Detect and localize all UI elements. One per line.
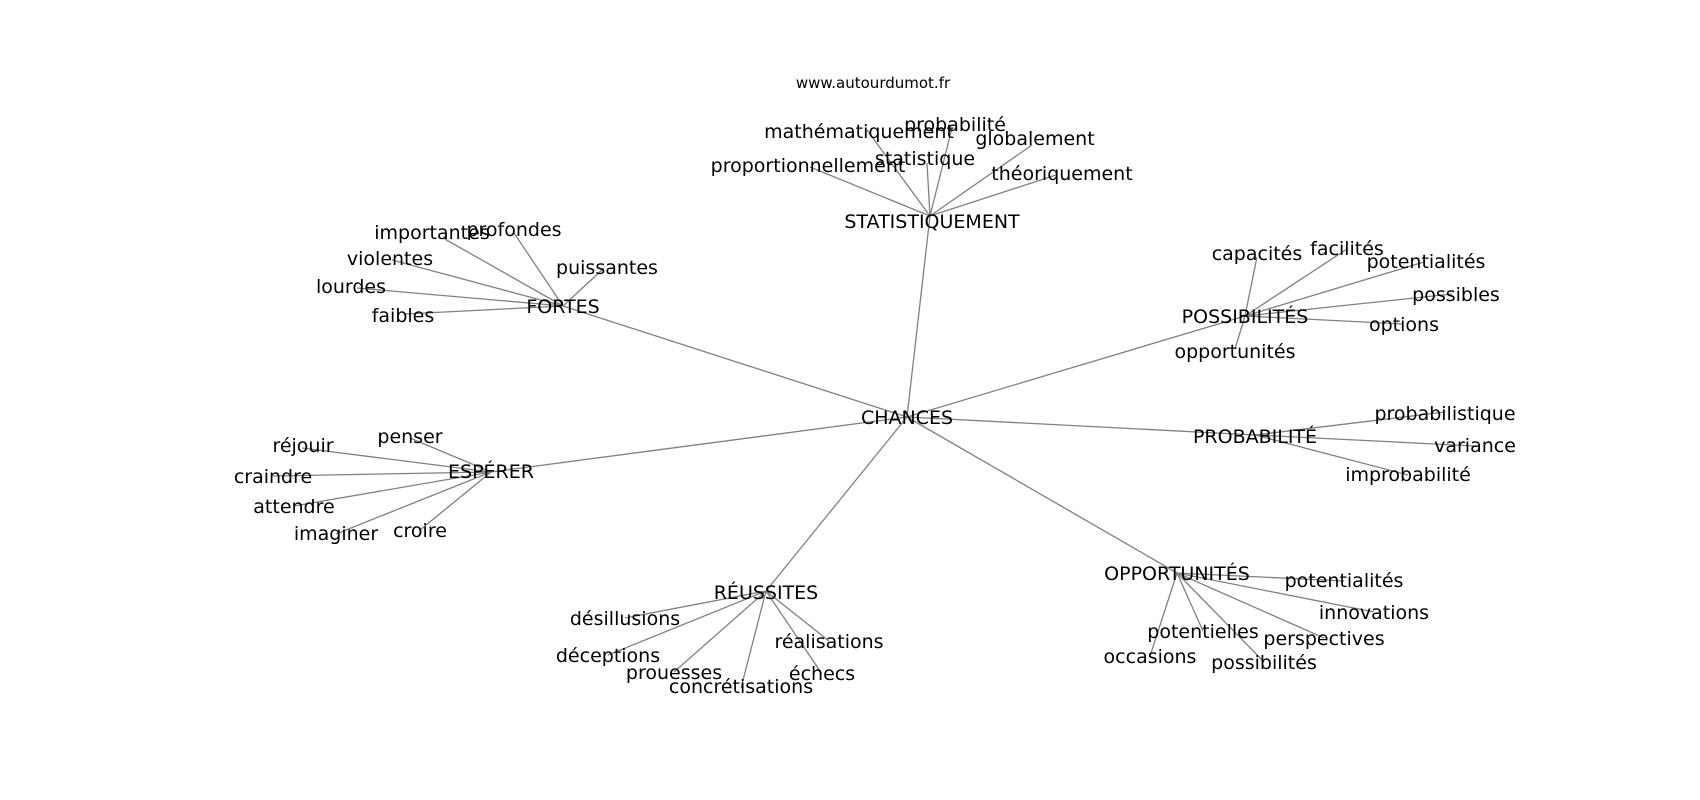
word-node-label: profondes <box>466 219 561 241</box>
word-node-label: capacités <box>1212 243 1303 265</box>
word-node-label: variance <box>1434 435 1516 457</box>
edge-hub-word <box>272 471 492 477</box>
edge-hub-word <box>673 590 767 673</box>
edge-hub-word <box>607 590 767 656</box>
word-node-label: innovations <box>1319 602 1429 624</box>
edge-hub-word <box>1254 434 1409 476</box>
edge-hub-word <box>765 590 823 675</box>
hub-node-label: PROBABILITÉ <box>1193 425 1317 448</box>
edge-hub-word <box>1244 248 1348 317</box>
edge-hub-word <box>442 237 564 307</box>
edge-hub-word <box>1234 315 1246 350</box>
edge-hub-word <box>926 162 931 217</box>
edge-hub-word <box>765 590 830 642</box>
word-node-label: perspectives <box>1263 628 1384 650</box>
word-node-label: possibilités <box>1211 652 1317 674</box>
edge-hub-word <box>1176 572 1204 632</box>
word-node-label: opportunités <box>1174 341 1295 363</box>
word-node-label: facilités <box>1310 238 1384 260</box>
edge-hub-word <box>929 144 1033 217</box>
word-node-label: prouesses <box>626 662 722 684</box>
labels: CHANCES mathématiquementprobabilitégloba… <box>234 114 1516 698</box>
word-node-label: possibles <box>1412 284 1500 306</box>
word-node-label: échecs <box>789 663 855 685</box>
word-node-label: puissantes <box>556 257 658 279</box>
edge-hub-word <box>404 305 564 315</box>
word-node-label: statistique <box>875 148 975 170</box>
edge-hub-word <box>929 174 1057 217</box>
edge-center-hub <box>906 315 1246 418</box>
word-node-label: options <box>1369 314 1439 336</box>
edge-center-hub <box>490 416 908 473</box>
hub-node-label: OPPORTUNITÉS <box>1104 562 1250 585</box>
edge-hub-word <box>419 471 492 531</box>
edge-center-hub <box>906 215 931 418</box>
word-node-label: probabilité <box>904 114 1006 136</box>
edge-hub-word <box>1254 434 1476 447</box>
edge-hub-word <box>1149 572 1178 657</box>
word-node-label: croire <box>393 520 447 542</box>
edge-hub-word <box>1244 315 1404 325</box>
hub-node-label: FORTES <box>526 296 599 318</box>
edge-hub-word <box>1176 572 1375 613</box>
edge-hub-word <box>356 287 564 307</box>
edge-hub-word <box>562 267 605 307</box>
word-node-label: désillusions <box>570 608 680 630</box>
center-node-label: CHANCES <box>861 407 953 429</box>
word-node-label: potentielles <box>1147 621 1258 643</box>
edge-hub-word <box>335 471 492 535</box>
hub-node-label: ESPÉRER <box>448 460 534 483</box>
word-node-label: penser <box>377 426 442 448</box>
word-node-label: violentes <box>347 248 433 270</box>
edge-hub-word <box>1176 572 1345 582</box>
edge-hub-word <box>293 471 492 507</box>
edge-hub-word <box>929 127 953 217</box>
word-node-label: proportionnellement <box>711 155 906 177</box>
word-node-label: faibles <box>372 305 435 327</box>
edge-hub-word <box>809 166 931 217</box>
word-node-label: attendre <box>253 496 334 518</box>
hub-node-label: POSSIBILITÉS <box>1182 305 1309 328</box>
word-node-label: imaginer <box>294 523 379 545</box>
edge-center-hub <box>562 305 908 418</box>
word-node-label: importantes <box>374 222 489 244</box>
word-node-label: craindre <box>234 466 312 488</box>
edge-hub-word <box>301 447 492 473</box>
word-node-label: potentialités <box>1285 570 1404 592</box>
edge-hub-word <box>1244 261 1425 317</box>
word-node-label: concrétisations <box>669 676 813 698</box>
edge-hub-word <box>1254 411 1446 436</box>
edge-center-hub <box>906 416 1256 436</box>
edges <box>272 127 1476 689</box>
word-node-label: occasions <box>1104 646 1197 668</box>
edge-hub-word <box>1176 572 1325 639</box>
edge-hub-word <box>1244 293 1453 317</box>
edge-hub-word <box>740 590 767 689</box>
source-label: www.autourdumot.fr <box>796 74 951 92</box>
edge-hub-word <box>1176 572 1265 663</box>
edge-hub-word <box>866 129 931 217</box>
word-node-label: théoriquement <box>991 163 1132 185</box>
word-node-label: potentialités <box>1367 251 1486 273</box>
word-node-label: globalement <box>975 128 1094 150</box>
hub-node-label: RÉUSSITES <box>714 581 819 604</box>
hub-node-label: STATISTIQUEMENT <box>844 211 1020 233</box>
edge-center-hub <box>906 416 1178 574</box>
edge-hub-word <box>513 232 564 307</box>
word-node-label: réjouir <box>272 435 333 457</box>
word-node-label: probabilistique <box>1374 403 1515 425</box>
word-node-label: déceptions <box>556 645 660 667</box>
edge-hub-word <box>1244 256 1258 317</box>
word-node-label: improbabilité <box>1345 464 1471 486</box>
edge-hub-word <box>391 259 564 307</box>
edge-center-hub <box>765 416 908 592</box>
edge-hub-word <box>624 590 767 619</box>
word-node-label: mathématiquement <box>764 121 954 143</box>
edge-hub-word <box>409 437 492 473</box>
word-node-label: réalisations <box>774 631 883 653</box>
word-node-label: lourdes <box>316 276 386 298</box>
